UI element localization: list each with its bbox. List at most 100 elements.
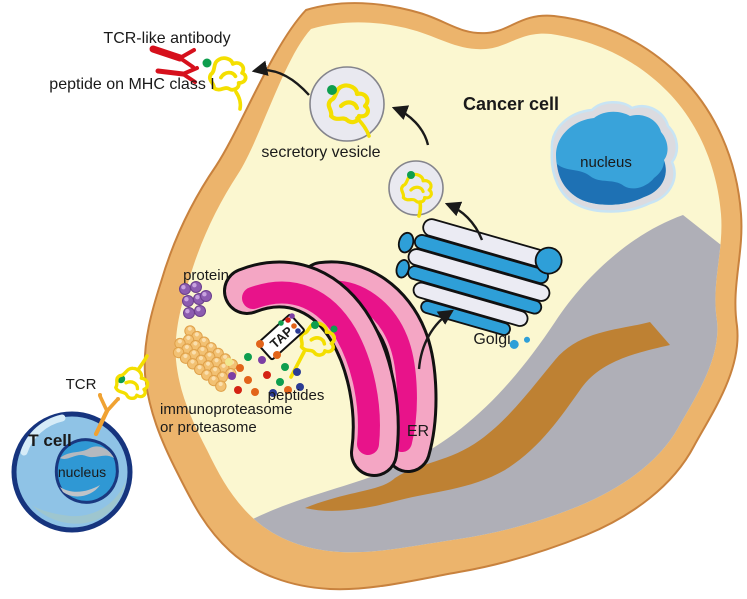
proteasome-sphere-highlight (206, 361, 211, 366)
golgi-label: Golgi (473, 331, 510, 348)
proteasome-sphere-highlight (190, 359, 195, 364)
proteasome-sphere-highlight (201, 338, 206, 343)
protein-sphere (194, 305, 206, 317)
proteasome-sphere-highlight (223, 354, 228, 359)
peptide-on-mhc-label: peptide on MHC class I (49, 76, 214, 93)
mhc-tail-vesicle (355, 116, 371, 138)
mhc-tail-vesicle (417, 200, 423, 218)
proteasome-sphere-highlight (221, 363, 226, 368)
proteasome-sphere (215, 380, 227, 392)
protein-sphere (182, 295, 194, 307)
t-nucleus-patch (60, 485, 100, 497)
protein-label: protein (183, 267, 229, 284)
endoplasmic-reticulum (223, 260, 438, 477)
cytoskeleton-brown-band (305, 322, 670, 511)
mhc-tail-surface (234, 90, 243, 111)
mhc-tail-synapse (136, 354, 149, 372)
er-lumen-front (242, 281, 380, 455)
peptide-dot (273, 351, 281, 359)
proteasome-sphere-highlight (218, 382, 223, 387)
proteasome-label-line2: or proteasome (160, 419, 257, 436)
peptide-dot (244, 353, 252, 361)
proteasome-sphere-highlight (183, 354, 188, 359)
peptide-dots (225, 340, 304, 397)
golgi-budding-vesicle (534, 246, 563, 275)
proteasome-sphere-highlight (220, 372, 225, 377)
protein-sphere-highlight (184, 297, 189, 302)
proteasome-sphere-highlight (198, 356, 203, 361)
tcr-receptor (93, 393, 120, 437)
proteasome-sphere-highlight (191, 350, 196, 355)
secretory-vesicle-label: secretory vesicle (261, 144, 380, 161)
proteasome-sphere-highlight (187, 326, 192, 331)
proteasome-sphere-highlight (197, 365, 202, 370)
protein-sphere (200, 290, 212, 302)
peptide-dot (285, 317, 291, 323)
peptide-on-mhc-er (311, 321, 319, 329)
peptide-dot (293, 368, 301, 376)
golgi-cisterna (407, 248, 551, 302)
peptide-dot (256, 340, 264, 348)
peptide-dot (295, 328, 301, 334)
peptide-dot (225, 358, 233, 366)
protein-sphere-highlight (202, 292, 207, 297)
nucleus-shade (557, 161, 666, 205)
peptide-dot (281, 363, 289, 371)
t-nucleus-patch (60, 446, 114, 459)
peptide-dot (258, 356, 266, 364)
protein-sphere (179, 283, 191, 295)
peptide-dot (284, 386, 292, 394)
proteasome-sphere-highlight (177, 339, 182, 344)
tap-entry-peptides (278, 313, 301, 334)
proteasome-sphere-highlight (214, 358, 219, 363)
t-nucleus-label: nucleus (58, 464, 106, 480)
er-label: ER (407, 423, 429, 440)
proteasome-sphere-highlight (200, 347, 205, 352)
tcr-like-antibody-label: TCR-like antibody (103, 30, 230, 47)
proteasome-sphere-highlight (184, 344, 189, 349)
peptides-label: peptides (268, 387, 325, 404)
golgi-cisterna (407, 265, 543, 315)
proteasome-sphere-highlight (211, 376, 216, 381)
golgi-apparatus (395, 218, 563, 349)
cancer-nucleus-label: nucleus (580, 154, 632, 171)
golgi-vesicle (523, 336, 530, 343)
peptide-dot (278, 320, 284, 326)
protein-sphere-highlight (196, 307, 201, 312)
protein-spheres (179, 281, 212, 319)
arrow-er-to-golgi (417, 309, 454, 370)
arrow-vesicle-to-membrane (251, 60, 310, 96)
golgi-vesicle (509, 339, 519, 349)
t-cell-shade (32, 480, 126, 524)
peptide-on-mhc-er (330, 325, 338, 333)
proteasome-sphere-highlight (215, 349, 220, 354)
peptide-dot (228, 372, 236, 380)
peptide-on-mhc-vesicle (327, 85, 337, 95)
protein-sphere (183, 307, 195, 319)
t-cell-label: T cell (28, 431, 71, 450)
cancer-cell-label: Cancer cell (463, 94, 559, 114)
t-cell: T cell nucleus (11, 411, 133, 533)
protein-sphere-highlight (181, 285, 186, 290)
peptide-dot (263, 371, 271, 379)
proteasome-sphere-highlight (207, 352, 212, 357)
proteasome-sphere-highlight (208, 343, 213, 348)
cancer-nucleus: nucleus (550, 101, 679, 213)
peptide-on-mhc-vesicle (407, 171, 415, 179)
proteasome-sphere-highlight (204, 370, 209, 375)
arrow-vesicle-to-vesicle (391, 105, 430, 146)
peptide-on-mhc-surface (202, 58, 212, 68)
peptide-dot (289, 313, 295, 319)
peptide-dot (234, 386, 242, 394)
peptide-dot (244, 376, 252, 384)
arrow-golgi-to-vesicle (444, 201, 484, 241)
protein-sphere (190, 281, 202, 293)
peptide-dot (291, 323, 297, 329)
t-cell-highlight (20, 414, 66, 456)
tcr-label: TCR (66, 376, 97, 393)
proteasome-sphere-highlight (193, 341, 198, 346)
proteasome-sphere-highlight (194, 332, 199, 337)
proteasome-sphere-highlight (213, 367, 218, 372)
